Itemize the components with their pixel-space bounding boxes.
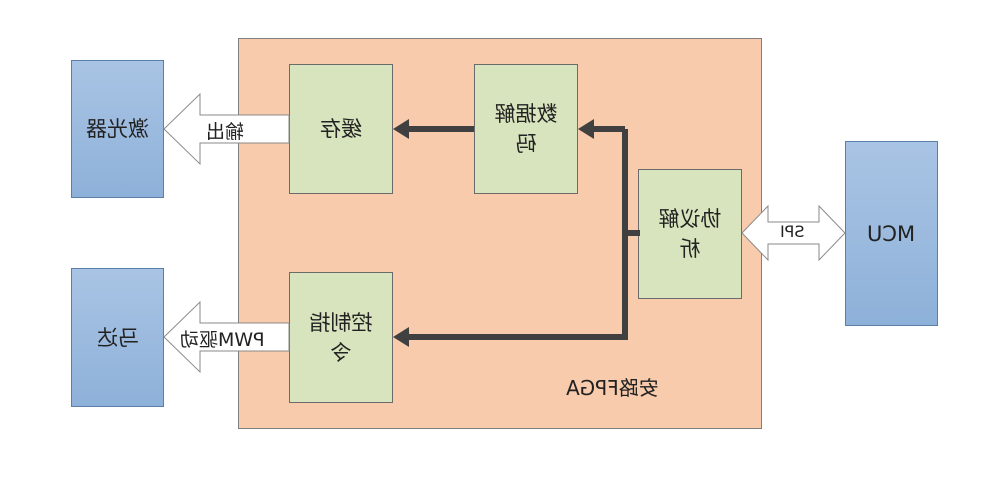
decode-block: 数据解码 — [474, 64, 578, 194]
pwm-arrow-label: PWM驱动 — [180, 329, 265, 351]
pwm-arrow — [163, 300, 290, 374]
laser-block: 激光器 — [71, 60, 164, 198]
mcu-block: MCU — [845, 141, 938, 326]
control-block: 控制指令 — [289, 272, 393, 403]
decode-arrowhead — [578, 119, 594, 139]
fpga-label: 安路FPGA — [566, 376, 659, 400]
control-arrowhead — [393, 327, 409, 347]
cache-arrowhead — [393, 119, 409, 139]
spi-arrow-label: SPI — [780, 222, 805, 241]
motor-block: 马达 — [71, 268, 164, 407]
bus-line — [400, 129, 628, 340]
cache-block: 缓存 — [289, 64, 393, 194]
output-arrow-label: 输出 — [206, 121, 245, 143]
output-arrow — [163, 92, 290, 166]
spi-arrow — [741, 204, 846, 262]
